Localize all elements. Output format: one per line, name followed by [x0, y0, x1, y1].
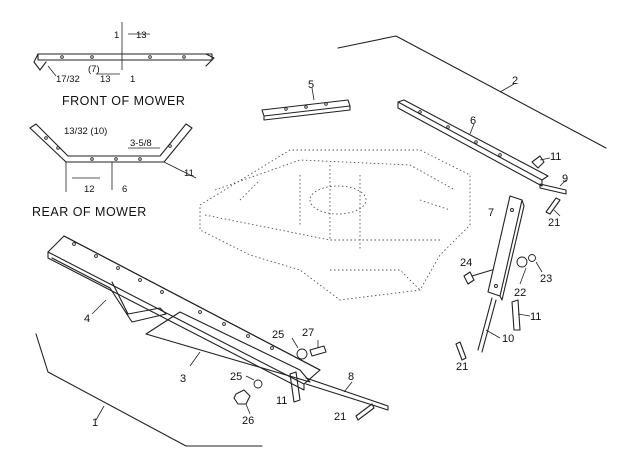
rear-dim-right: 11: [184, 168, 194, 179]
part-label-26: 26: [242, 415, 254, 427]
rear-dim-mid: 3-5/8: [130, 138, 152, 149]
part-7-arm: [455, 195, 543, 361]
front-dim-top: 13: [136, 30, 147, 41]
part-label-23: 23: [540, 273, 552, 285]
part-label-27: 27: [302, 327, 314, 339]
part-6-rail: [397, 99, 567, 217]
rear-of-mower-inset: 13/32 (10) 3-5/8 12 6 11 REAR OF MOWER: [29, 123, 197, 219]
part-label-11-arm: 11: [530, 311, 541, 323]
part-label-10: 10: [502, 333, 514, 345]
part-label-8: 8: [348, 371, 354, 383]
part-label-25-upper: 25: [272, 329, 284, 341]
part-label-1: 1: [92, 417, 98, 429]
front-of-mower-caption: FRONT OF MOWER: [62, 94, 185, 108]
rear-dim-top: 13/32 (10): [64, 126, 107, 137]
part-label-21-rail: 21: [548, 217, 560, 229]
part-5-rail: [261, 87, 351, 121]
front-dim-edge: 17/32: [56, 74, 80, 85]
part-label-11-frame: 11: [276, 395, 287, 407]
rear-dim-left: 12: [84, 184, 95, 195]
part-label-2: 2: [512, 75, 518, 87]
part-label-24: 24: [460, 257, 472, 269]
part-label-11-rail: 11: [550, 151, 561, 163]
front-dim-bottom: 13: [100, 74, 111, 85]
part-label-21-arm: 21: [456, 361, 468, 373]
rear-dim-center: 6: [122, 184, 127, 195]
part-label-6: 6: [470, 115, 476, 127]
front-dim-paren: (7): [88, 64, 100, 75]
part-label-22: 22: [514, 287, 526, 299]
front-dim-prefix: 1: [114, 30, 119, 41]
front-of-mower-inset: 1 13 (7) 13 1 17/32 FRONT OF MOWER: [33, 22, 215, 108]
part-label-3: 3: [180, 373, 186, 385]
part-label-5: 5: [308, 79, 314, 91]
part-label-4: 4: [84, 313, 90, 325]
mower-deck-outline: [199, 149, 471, 301]
part-labels: 1 2 3 4 5 6 7 8 9 10 11 11 11 21 21 21 2…: [84, 75, 568, 429]
part-label-25-lower: 25: [230, 371, 242, 383]
front-dim-suffix: 1: [130, 74, 135, 85]
part-label-9: 9: [562, 173, 568, 185]
part-label-7: 7: [488, 207, 494, 219]
part-label-21-frame: 21: [334, 411, 346, 423]
rear-of-mower-caption: REAR OF MOWER: [32, 205, 147, 219]
part-2-shield-edge: [337, 35, 607, 149]
part-4-main-frame: [35, 235, 389, 447]
